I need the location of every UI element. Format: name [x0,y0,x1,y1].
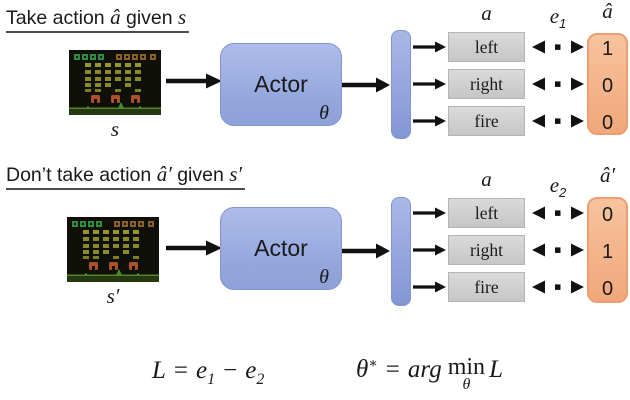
output-layer-bar [391,30,411,139]
target-vector: 0 1 0 [587,197,628,303]
arrow-icon [413,115,446,127]
state-variable: s [178,5,187,29]
arrow-icon [413,41,446,53]
action-variable: â′ [156,162,172,186]
title-text: Don’t take action [6,164,152,186]
target-value: 1 [601,240,614,263]
arrow-icon [413,78,446,90]
action-box-left: left [448,198,525,228]
state-variable: s′ [229,162,243,186]
dashed-double-arrow-icon [532,280,584,294]
space-invaders-screenshot [69,50,161,115]
arrow-icon [342,243,390,259]
section1-title: Take action â given s [6,4,190,34]
target-value: 0 [601,74,614,97]
action-column-header: a [481,167,492,191]
theta-parameter: θ [319,102,329,124]
theta-parameter: θ [319,266,329,288]
target-column-header: â′ [599,163,616,187]
target-value: 1 [601,37,614,60]
action-box-right: right [448,235,525,265]
dashed-double-arrow-icon [532,114,584,128]
space-invaders-screenshot [67,217,159,282]
actor-box: Actor θ [220,43,342,126]
error-column-header: e1 [549,4,567,32]
state-caption: s [110,117,120,141]
dashed-double-arrow-icon [532,40,584,54]
arrow-icon [413,244,446,256]
actor-label: Actor [254,71,308,97]
actor-label: Actor [254,235,308,261]
error-column-header: e2 [549,173,567,201]
loss-formula: L=e1−e2 [152,357,265,388]
target-column-header: â [602,0,613,23]
title-text: given [177,164,224,186]
dashed-double-arrow-icon [532,243,584,257]
action-box-right: right [448,69,525,99]
action-box-fire: fire [448,272,525,302]
title-text: Take action [6,7,105,29]
action-box-fire: fire [448,106,525,136]
action-column-header: a [481,1,492,25]
actor-box: Actor θ [220,207,342,290]
title-text: given [126,7,173,29]
section2-title: Don’t take action â′ given s′ [6,161,246,191]
target-value: 0 [601,111,614,134]
state-caption: s′ [106,284,120,308]
target-value: 0 [601,277,614,300]
arrow-icon [342,77,390,93]
target-value: 0 [601,203,614,226]
arrow-icon [166,240,222,256]
dashed-double-arrow-icon [532,206,584,220]
action-variable: â [110,5,121,29]
action-box-left: left [448,32,525,62]
arrow-icon [413,281,446,293]
arrow-icon [413,207,446,219]
dashed-double-arrow-icon [532,77,584,91]
arrow-icon [166,73,222,89]
target-vector: 1 0 0 [587,33,628,135]
output-layer-bar [391,197,411,306]
